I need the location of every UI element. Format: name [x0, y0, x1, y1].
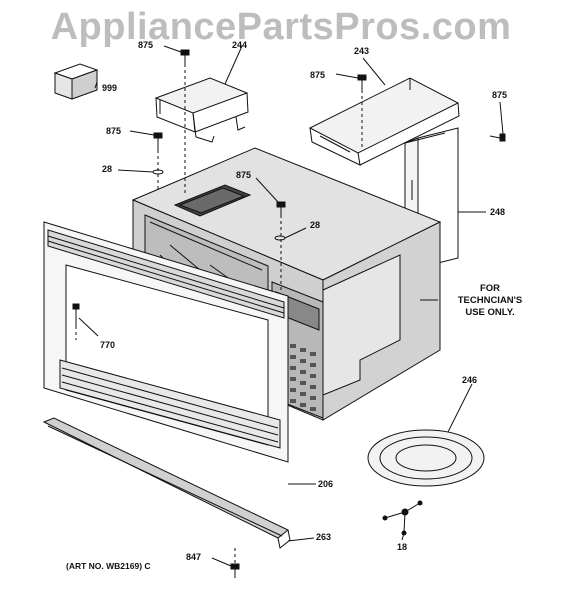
callout-206: 206	[318, 479, 334, 489]
keypad-button	[290, 366, 296, 370]
keypad-button	[290, 344, 296, 348]
leader-lines	[79, 46, 503, 566]
watermark: AppliancePartsPros.com	[50, 6, 512, 48]
keypad-button	[290, 399, 296, 403]
keypad-button	[300, 359, 306, 363]
callout-875-top: 875	[138, 40, 154, 50]
callout-244: 244	[232, 40, 248, 50]
screw-875-mid[interactable]	[277, 202, 285, 215]
keypad-button	[300, 381, 306, 385]
part-18-roller[interactable]	[383, 501, 422, 535]
keypad-button	[310, 363, 316, 367]
keypad-button	[290, 355, 296, 359]
callout-28-left: 28	[102, 164, 113, 174]
keypad-button	[300, 392, 306, 396]
part-243-cover[interactable]	[310, 78, 459, 165]
keypad-button	[300, 348, 306, 352]
callout-243: 243	[354, 46, 370, 56]
technician-note: FOR TECHNCIAN'S USE ONLY.	[438, 283, 542, 319]
callout-875-243: 875	[310, 70, 326, 80]
assembly-lines	[76, 64, 362, 564]
callout-246: 246	[462, 375, 478, 385]
rear-box	[323, 255, 400, 395]
keypad-button	[310, 385, 316, 389]
callout-875-right: 875	[492, 90, 508, 100]
part-206-frame[interactable]	[44, 222, 288, 462]
note-line-2: TECHNCIAN'S	[457, 295, 523, 306]
callout-875-mid: 875	[236, 170, 252, 180]
callout-18: 18	[397, 542, 408, 552]
callout-770: 770	[100, 340, 116, 350]
part-263-trim[interactable]	[44, 418, 290, 548]
vent-grille	[175, 185, 250, 216]
keypad-button	[300, 370, 306, 374]
screw-875-top[interactable]	[181, 50, 189, 64]
keypad-button	[310, 374, 316, 378]
screw-847[interactable]	[231, 564, 239, 578]
callout-847: 847	[186, 552, 202, 562]
keypad-button	[310, 407, 316, 411]
part-999-box[interactable]	[55, 64, 97, 99]
part-244-cover[interactable]	[156, 78, 248, 142]
note-line-3: USE ONLY.	[465, 307, 515, 318]
keypad-button	[310, 396, 316, 400]
callout-263: 263	[316, 532, 332, 542]
keypad-button	[300, 403, 306, 407]
part-246-turntable[interactable]	[368, 430, 484, 486]
callout-999: 999	[102, 83, 118, 93]
screw-875-243[interactable]	[358, 75, 366, 90]
screw-770[interactable]	[73, 304, 79, 326]
art-number: (ART NO. WB2169) C	[66, 561, 151, 571]
callout-248: 248	[490, 207, 506, 217]
keypad-button	[310, 352, 316, 356]
screw-875-left[interactable]	[154, 133, 162, 150]
screw-875-right[interactable]	[490, 134, 505, 141]
note-line-1: FOR	[479, 283, 501, 294]
callout-875-left: 875	[106, 126, 122, 136]
keypad-button	[290, 388, 296, 392]
callout-28-mid: 28	[310, 220, 321, 230]
keypad-button	[290, 377, 296, 381]
